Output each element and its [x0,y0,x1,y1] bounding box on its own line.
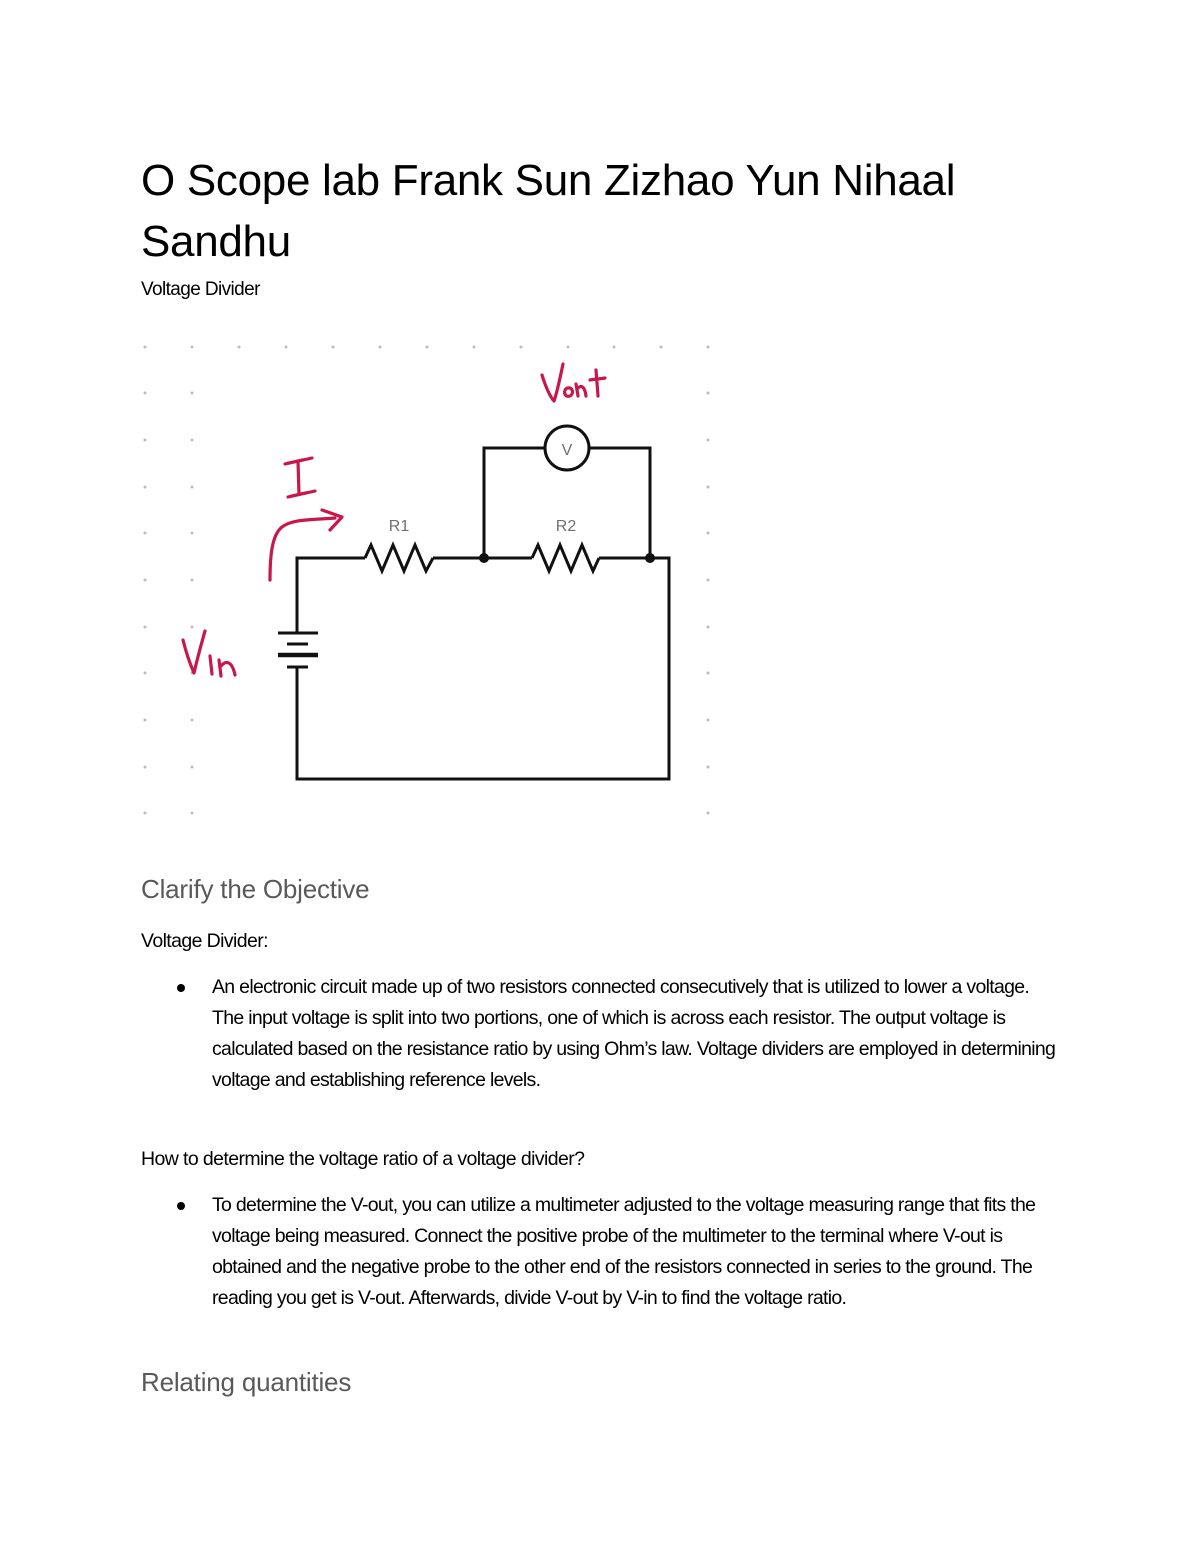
vin-annotation [181,629,237,678]
r2-label: R2 [556,518,577,535]
resistor-r1-icon [363,541,435,575]
vout-annotation [540,362,607,403]
junction-node-icon [479,553,489,563]
voltmeter-label: V [562,442,573,459]
list-item-text: An electronic circuit made up of two res… [212,976,1056,1091]
junction-node-icon [645,553,655,563]
bullet-icon [177,1202,185,1210]
circuit-wires [295,446,671,781]
handwritten-annotations [181,362,607,678]
section-heading-objective: Clarify the Objective [141,874,370,904]
r1-label: R1 [389,518,410,535]
voltmeter-icon: V [543,424,591,472]
voltage-divider-circuit-figure: V R1 R2 [130,330,730,830]
bullet-icon [177,984,185,992]
battery-icon [278,631,318,669]
question-text: How to determine the voltage ratio of a … [141,1148,585,1170]
list-item-text: To determine the V-out, you can utilize … [212,1194,1036,1309]
voltage-divider-subheading: Voltage Divider: [141,930,269,952]
resistor-r2-icon [530,541,601,575]
list-item: An electronic circuit made up of two res… [141,972,1061,1096]
grid-dots [143,345,710,815]
current-i-annotation [283,456,317,499]
page-title: O Scope lab Frank Sun Zizhao Yun Nihaal … [141,156,956,266]
list-item: To determine the V-out, you can utilize … [141,1190,1061,1314]
current-arrow-icon [268,516,337,582]
page-subtitle: Voltage Divider [141,279,260,300]
section-heading-relating-quantities: Relating quantities [141,1367,352,1397]
